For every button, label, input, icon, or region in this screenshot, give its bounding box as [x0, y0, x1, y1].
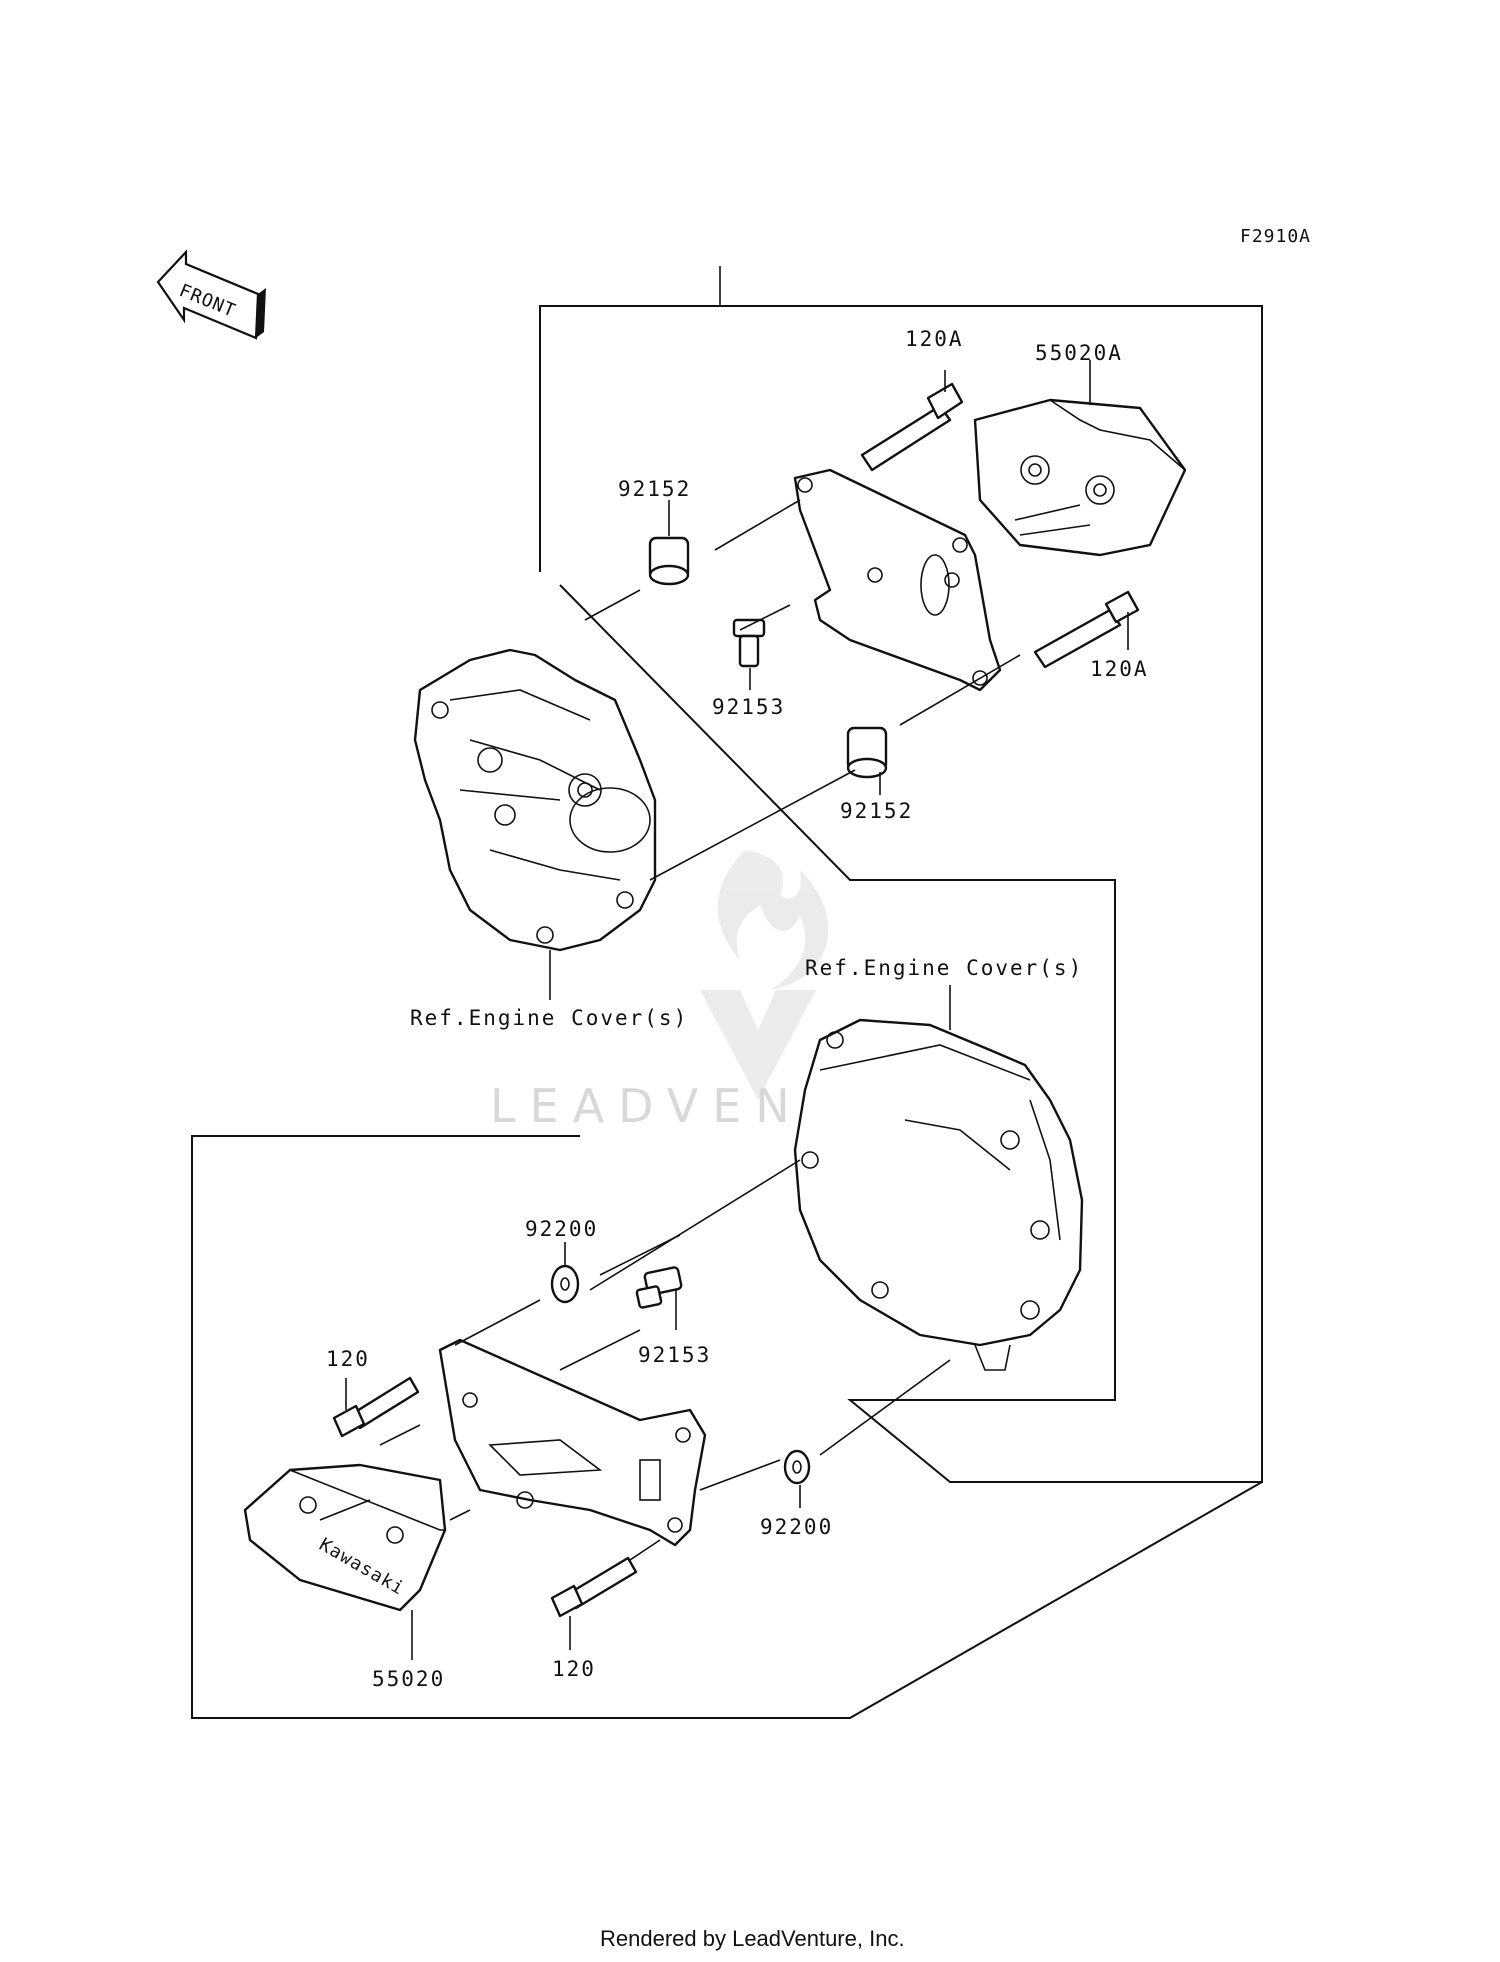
left-engine-cover — [413, 648, 657, 1000]
lower-kit-frame — [191, 1135, 1263, 1719]
lower-bracket — [438, 1338, 707, 1547]
lower-screw — [635, 1266, 683, 1330]
upper-collar — [648, 500, 690, 586]
label-screw-upper: 92153 — [712, 695, 785, 719]
label-screw-lower: 92153 — [638, 1343, 711, 1367]
upper-kit-frame — [539, 305, 1263, 1483]
label-bolt-upper-a: 120A — [905, 327, 964, 351]
diagram-code: F2910A — [1240, 226, 1311, 247]
label-guard-b: 55020 — [372, 1667, 445, 1691]
label-bolt-lower-a: 120 — [326, 1347, 370, 1371]
upper-engine-guard — [973, 360, 1187, 557]
upper-bracket — [793, 468, 1002, 692]
alignment-lines — [319, 499, 1021, 1561]
label-guard-a: 55020A — [1035, 341, 1123, 365]
footer-credit: Rendered by LeadVenture, Inc. — [600, 1926, 905, 1951]
label-collar-lower: 92152 — [840, 799, 913, 823]
lower-washer-upper — [550, 1242, 580, 1304]
label-ref-engine-cover-right: Ref.Engine Cover(s) — [805, 956, 1083, 980]
lower-engine-guard: Kawasaki — [243, 1463, 447, 1660]
upper-bolt-b — [1033, 590, 1140, 669]
label-collar-upper: 92152 — [618, 477, 691, 501]
front-arrow-icon: FRONT — [156, 249, 266, 340]
right-engine-cover — [793, 985, 1084, 1371]
label-bolt-upper-b: 120A — [1090, 657, 1149, 681]
label-washer-lower: 92200 — [760, 1515, 833, 1539]
label-bolt-lower-b: 120 — [552, 1657, 596, 1681]
lower-bolt-a — [332, 1376, 420, 1438]
label-washer-upper: 92200 — [525, 1217, 598, 1241]
upper-screw — [732, 618, 766, 690]
label-ref-engine-cover-left: Ref.Engine Cover(s) — [410, 1006, 688, 1030]
lower-collar — [846, 726, 888, 795]
lower-washer-lower — [783, 1449, 811, 1508]
watermark-logo — [700, 850, 829, 1100]
lower-bolt-b — [550, 1556, 638, 1650]
upper-bolt-a — [860, 370, 964, 472]
